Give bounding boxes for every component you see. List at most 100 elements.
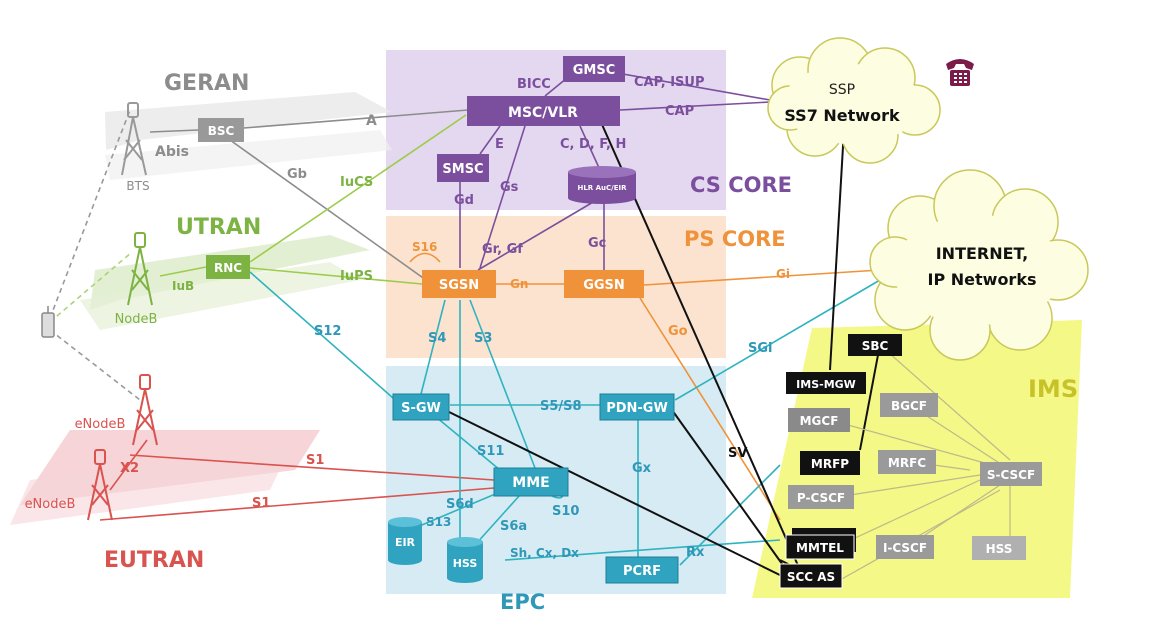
s1-line-b [99, 487, 495, 521]
bts-tower-icon [121, 102, 147, 176]
p-cscf-node [788, 485, 854, 509]
hss-ims-node [972, 536, 1026, 560]
ss7-network-label: SS7 Network [784, 106, 900, 125]
enodeb-label-1: eNodeB [75, 417, 126, 432]
x2-label: X2 [120, 461, 139, 476]
ssp-mgw-line [829, 111, 846, 371]
cdfh-label: C, D, F, H [560, 137, 626, 152]
epc-label: EPC [500, 590, 545, 614]
mgcf-label: MGCF [800, 414, 839, 428]
hss-epc-database-icon [447, 537, 483, 583]
gb-label: Gb [287, 167, 307, 182]
rx-line [679, 464, 781, 566]
geran-label: GERAN [164, 71, 249, 96]
s6a-line [474, 494, 521, 546]
sv-label: SV [728, 446, 747, 461]
bicc-label: BICC [517, 77, 551, 92]
ue-bts-link [49, 109, 131, 319]
cap-isup-label: CAP, ISUP [634, 75, 705, 90]
enodeb-tower-icon-2 [87, 449, 113, 521]
sgsn-node [422, 270, 496, 298]
a-label: A [366, 113, 377, 129]
s10-label: S10 [552, 504, 579, 519]
gi-line [643, 269, 881, 286]
ue-enodeb-link [49, 329, 141, 401]
bgcf-node [880, 393, 938, 417]
go-label: Go [668, 324, 688, 339]
bsc-label: BSC [208, 124, 235, 138]
mrfc-node [878, 450, 936, 474]
msc-vlr-label: MSC/VLR [508, 105, 578, 121]
ims-label: IMS [1028, 375, 1078, 403]
pdngw-scc-line [671, 409, 791, 576]
ip-networks-label: IP Networks [928, 270, 1037, 289]
sh-cx-dx-label: Sh, Cx, Dx [510, 546, 579, 560]
scc-as-node [779, 563, 843, 589]
gs-label: Gs [500, 180, 519, 195]
phone-icon [946, 59, 974, 86]
pdn-gw-label: PDN-GW [606, 401, 668, 416]
s1-label-b: S1 [252, 496, 270, 511]
cap-line [619, 101, 771, 111]
gr-gf-line [477, 197, 601, 271]
eutran-plane-lower [10, 448, 290, 525]
s-cscf-label: S-CSCF [987, 468, 1035, 482]
internet-cloud-icon [869, 169, 1089, 361]
abis-line [149, 129, 199, 133]
pdn-gw-node [599, 393, 675, 421]
msc-vlr-node [467, 96, 620, 126]
x2-line [109, 439, 148, 491]
utran-label: UTRAN [176, 215, 261, 240]
enodeb-label-2: eNodeB [25, 497, 76, 512]
s13-line [409, 491, 501, 531]
mmtel-label: MMTEL [796, 541, 844, 555]
gd-label: Gd [454, 193, 474, 208]
p-cscf-label: P-CSCF [797, 491, 845, 505]
gn-label: Gn [510, 277, 528, 291]
gmsc-node [563, 56, 625, 82]
cs-core-region [386, 50, 726, 210]
ssp-label: SSP [829, 82, 855, 98]
gs-line [479, 125, 526, 269]
s5-s8-label: S5/S8 [540, 399, 582, 414]
cdfh-line [579, 125, 601, 171]
nodeb-label: NodeB [115, 312, 158, 327]
geran-plane-lower [105, 130, 392, 180]
i-cscf-node [876, 535, 934, 559]
eutran-label: EUTRAN [104, 548, 204, 573]
eir-database-icon [388, 517, 422, 565]
ims-link-4 [849, 474, 981, 496]
cap-label: CAP [665, 104, 694, 119]
sh-cx-dx-line [504, 539, 781, 561]
iups-label: IuPS [340, 269, 373, 284]
s4-line [419, 299, 446, 399]
s-cscf-node [980, 462, 1042, 486]
s11-line [429, 411, 501, 471]
cs-core-label: CS CORE [690, 173, 792, 197]
s1-label-a: S1 [306, 453, 324, 468]
pcrf-label: PCRF [623, 564, 661, 579]
a-interface-line [243, 109, 469, 129]
s1-line-a [129, 454, 495, 481]
ims-mgw-label: IMS-MGW [796, 378, 856, 391]
mgcf-node [788, 408, 850, 432]
mrfp-node [800, 451, 860, 475]
hlr-label: HLR AuC/EIR [577, 184, 627, 192]
go-line [639, 297, 781, 521]
sgw-scc-line [444, 409, 791, 581]
ims-link-1 [829, 419, 1011, 471]
eir-label: EIR [395, 536, 416, 549]
abis-label: Abis [155, 144, 189, 160]
s4-label: S4 [428, 331, 446, 346]
mme-node [493, 467, 569, 497]
iups-line [249, 267, 423, 285]
hss-epc-label: HSS [453, 557, 478, 570]
iub-label: IuB [172, 279, 194, 293]
e-label: E [495, 137, 504, 152]
ims-link-5 [839, 479, 981, 546]
rnc-label: RNC [214, 261, 242, 275]
gr-gf-label: Gr, Gf [482, 242, 523, 257]
gi-label: Gi [776, 267, 790, 281]
rnc-node [206, 255, 250, 279]
